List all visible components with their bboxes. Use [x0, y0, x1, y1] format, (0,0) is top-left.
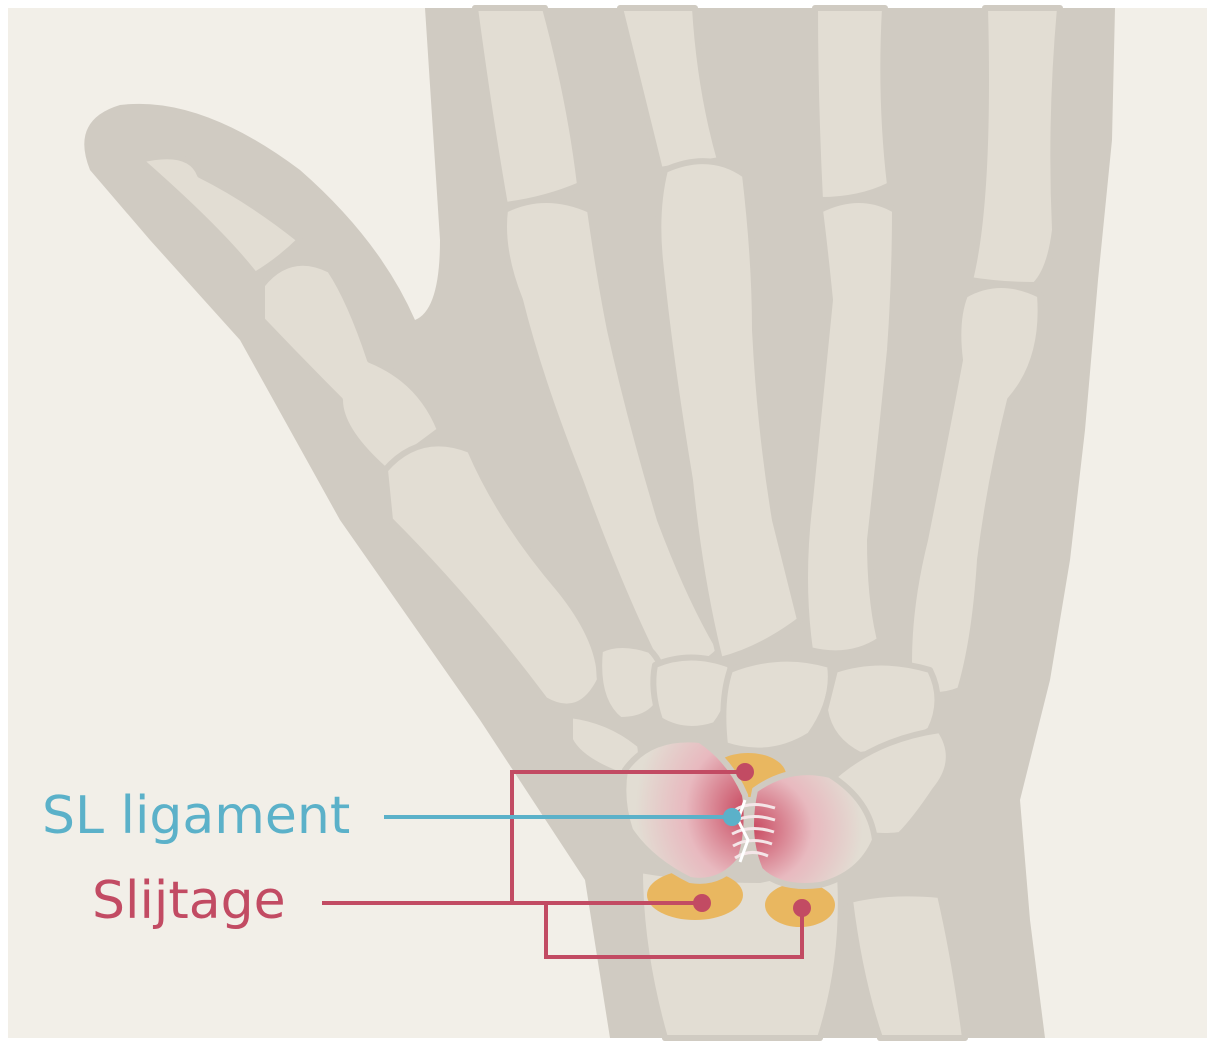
ligament-dot [723, 808, 741, 826]
sl-ligament-label: SL ligament [42, 786, 350, 846]
slijtage-label: Slijtage [92, 871, 286, 931]
